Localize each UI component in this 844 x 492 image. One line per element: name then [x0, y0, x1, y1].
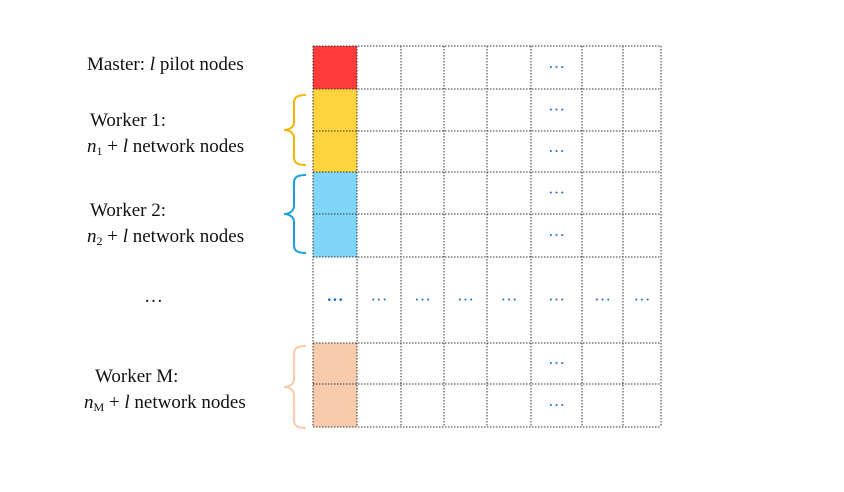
grid-fills [313, 46, 357, 427]
worker1-plus: + [102, 136, 123, 157]
workerM-sub: M [93, 400, 105, 414]
worker2-formula: n2 + l network nodes [87, 224, 244, 254]
worker1-formula: n1 + l network nodes [87, 134, 244, 164]
worker1-title: Worker 1: [90, 110, 167, 131]
cell-ellipsis: ··· [548, 100, 565, 119]
cell-ellipsis: ··· [548, 142, 565, 161]
workerM-title: Worker M: [95, 366, 179, 387]
cell-ellipsis: ··· [548, 58, 565, 77]
master-label: Master: l pilot nodes [87, 52, 244, 78]
cell-w2 [313, 214, 357, 257]
workerM-suffix: network nodes [129, 392, 246, 413]
cell-w1 [313, 89, 357, 131]
cell-ellipsis: ··· [548, 354, 565, 373]
cell-ellipsis: ··· [501, 290, 518, 309]
cell-ellipsis: ··· [371, 290, 388, 309]
cell-ellipsis: ··· [594, 290, 611, 309]
worker1-sub: 1 [96, 144, 103, 158]
workerM-var: l [124, 392, 130, 413]
braces [283, 94, 307, 429]
cell-w1 [313, 131, 357, 172]
worker2-title: Worker 2: [90, 200, 167, 221]
worker1-label: Worker 1: n1 + l network nodes [87, 108, 244, 164]
brace-worker1 [283, 94, 307, 166]
master-var: l [149, 54, 156, 75]
master-suffix: pilot nodes [155, 54, 244, 75]
workers-ellipsis: … [144, 286, 163, 307]
worker1-suffix: network nodes [128, 136, 245, 157]
cell-wM [313, 343, 357, 384]
cell-ellipsis: ··· [548, 290, 565, 309]
worker2-suffix: network nodes [128, 226, 245, 247]
grid-ellipses: ··· ··· ··· ··· ··· ··· ··· ··· ··· ··· ··· ··· ··· ·… [326, 58, 650, 415]
master-prefix: Master: [87, 54, 150, 75]
worker2-plus: + [102, 226, 123, 247]
cell-ellipsis: ··· [548, 396, 565, 415]
cell-ellipsis: ··· [414, 290, 431, 309]
worker1-var: l [122, 136, 128, 157]
workerM-plus: + [104, 392, 125, 413]
brace-workerM [283, 345, 307, 429]
worker2-n: n [87, 226, 97, 247]
grid-lines [312, 45, 662, 428]
cell-w2 [313, 172, 357, 214]
cell-ellipsis: ··· [548, 226, 565, 245]
cell-ellipsis: ··· [634, 290, 651, 309]
worker1-n: n [87, 136, 97, 157]
workerM-formula: nM + l network nodes [84, 390, 246, 420]
brace-worker2 [283, 174, 307, 254]
cell-wM [313, 384, 357, 427]
workerM-n: n [84, 392, 94, 413]
workerM-label: Worker M: nM + l network nodes [84, 364, 246, 420]
cell-ellipsis: ··· [457, 290, 474, 309]
worker2-sub: 2 [96, 234, 103, 248]
cell-ellipsis: ··· [548, 183, 565, 202]
worker2-var: l [122, 226, 128, 247]
worker2-label: Worker 2: n2 + l network nodes [87, 198, 244, 254]
cell-master [313, 46, 357, 89]
cell-ellipsis: ··· [326, 290, 343, 309]
